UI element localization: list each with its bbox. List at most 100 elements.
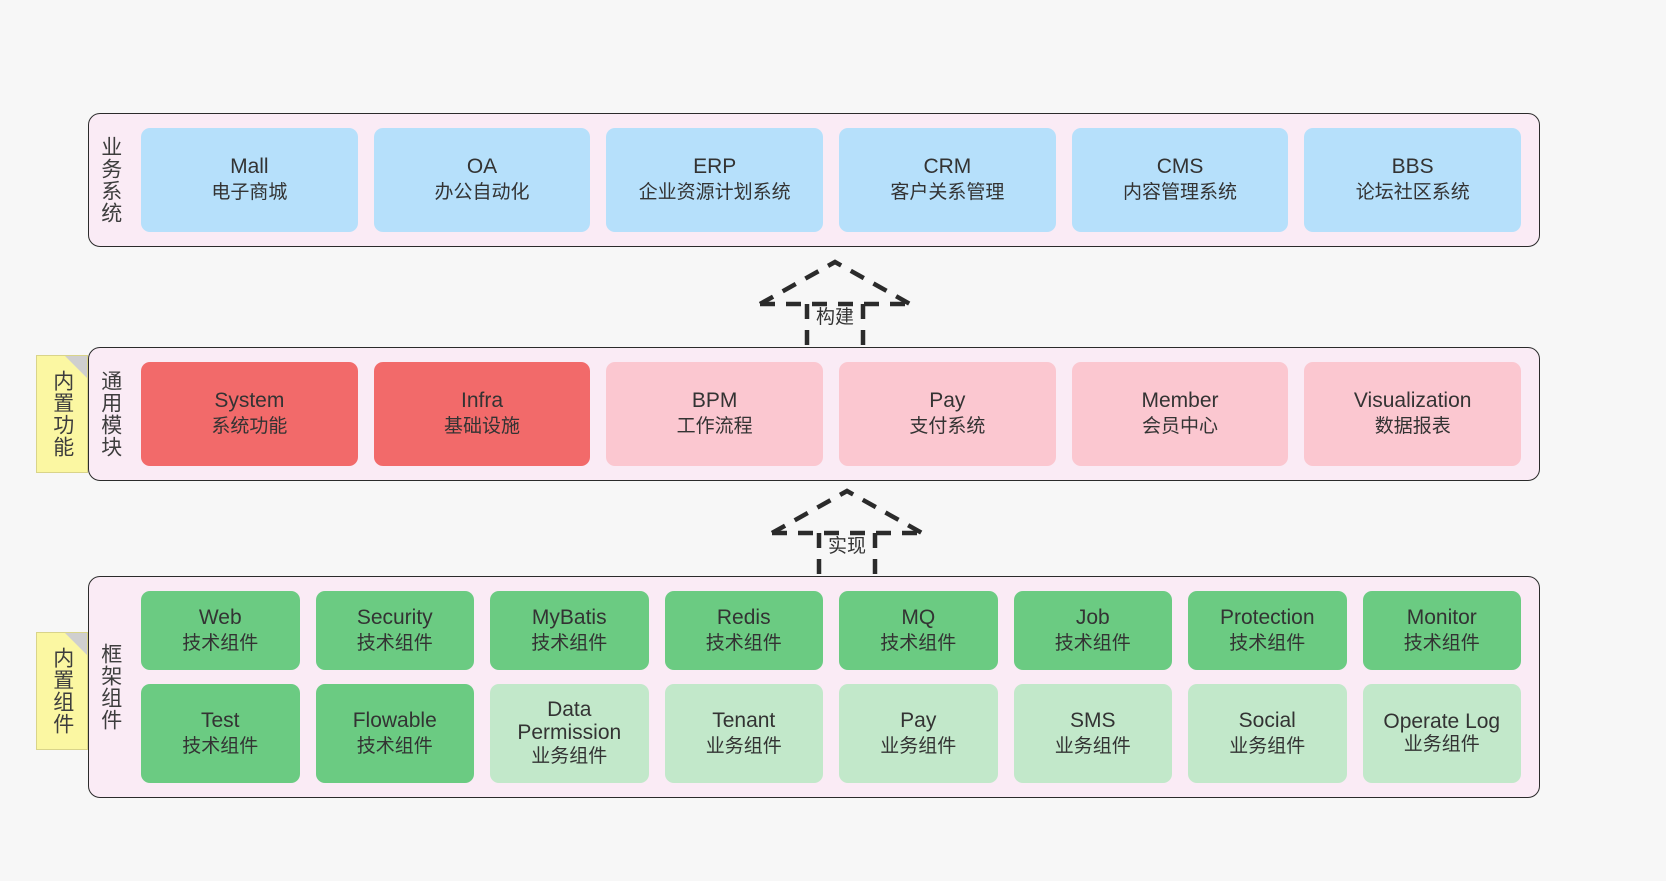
card-name: Tenant [712, 708, 776, 732]
card-job[interactable]: Job 技术组件 [1013, 591, 1172, 670]
card-redis[interactable]: Redis 技术组件 [664, 591, 823, 670]
connector-implement: 实现 [770, 487, 924, 587]
card-name: Visualization [1353, 389, 1472, 413]
card-mq[interactable]: MQ 技术组件 [839, 591, 998, 670]
card-pay[interactable]: Pay 支付系统 [839, 362, 1056, 466]
card-name: Data Permission [517, 697, 622, 745]
card-name: Security [356, 605, 433, 629]
card-desc: 技术组件 [182, 735, 259, 757]
card-name: CMS [1156, 155, 1204, 179]
card-desc: 业务组件 [1054, 735, 1131, 757]
note-builtin-features-label: 内置功能 [50, 370, 74, 458]
card-desc: 论坛社区系统 [1355, 182, 1470, 204]
card-bpm[interactable]: BPM 工作流程 [606, 362, 824, 466]
card-name: ERP [693, 155, 737, 179]
card-desc: 会员中心 [1142, 416, 1219, 438]
card-system[interactable]: System 系统功能 [141, 362, 358, 466]
card-desc: 业务组件 [531, 745, 608, 767]
card-name: BPM [691, 389, 738, 413]
connector-build-label: 构建 [815, 307, 855, 328]
card-desc: 业务组件 [880, 735, 957, 757]
card-name: Monitor [1406, 605, 1477, 629]
card-mybatis[interactable]: MyBatis 技术组件 [490, 591, 649, 670]
card-monitor[interactable]: Monitor 技术组件 [1362, 591, 1521, 670]
card-desc: 技术组件 [1403, 632, 1480, 654]
card-name: Operate Log [1383, 709, 1501, 733]
card-desc: 客户关系管理 [890, 182, 1005, 204]
card-desc: 企业资源计划系统 [638, 182, 791, 204]
card-desc: 工作流程 [676, 416, 753, 438]
card-desc: 支付系统 [909, 416, 986, 438]
card-sms[interactable]: SMS 业务组件 [1013, 683, 1172, 783]
card-erp[interactable]: ERP 企业资源计划系统 [606, 128, 824, 232]
card-desc: 技术组件 [182, 632, 259, 654]
card-desc: 业务组件 [1403, 734, 1480, 756]
card-name: Job [1075, 605, 1110, 629]
card-name: BBS [1391, 155, 1434, 179]
card-crm[interactable]: CRM 客户关系管理 [839, 128, 1056, 232]
card-name: Test [200, 708, 240, 732]
note-builtin-components: 内置组件 [36, 632, 88, 750]
card-name: Pay [929, 389, 966, 413]
layer-title-common-module: 通用模块 [98, 370, 122, 458]
note-builtin-components-label: 内置组件 [50, 647, 74, 735]
card-desc: 系统功能 [211, 416, 288, 438]
card-desc: 数据报表 [1374, 416, 1451, 438]
card-member[interactable]: Member 会员中心 [1071, 362, 1289, 466]
card-name: Redis [716, 605, 771, 629]
card-name: MQ [901, 605, 936, 629]
card-name: SMS [1069, 708, 1116, 732]
card-desc: 技术组件 [1054, 632, 1131, 654]
card-name: MyBatis [531, 605, 607, 629]
card-desc: 技术组件 [356, 632, 433, 654]
card-bbs[interactable]: BBS 论坛社区系统 [1304, 128, 1522, 232]
card-name: OA [466, 155, 498, 179]
card-security[interactable]: Security 技术组件 [315, 591, 474, 670]
card-pay[interactable]: Pay 业务组件 [839, 683, 998, 783]
layer-title-business-system: 业务系统 [98, 136, 122, 224]
card-name: Member [1141, 389, 1219, 413]
card-name: Protection [1219, 605, 1315, 629]
card-name: System [214, 389, 285, 413]
card-name: CRM [923, 155, 972, 179]
card-visualization[interactable]: Visualization 数据报表 [1304, 362, 1522, 466]
card-desc: 业务组件 [705, 735, 782, 757]
card-name: Infra [460, 389, 504, 413]
card-web[interactable]: Web 技术组件 [141, 591, 300, 670]
connector-implement-label: 实现 [827, 536, 867, 557]
card-name: Pay [900, 708, 937, 732]
card-desc: 技术组件 [531, 632, 608, 654]
connector-implement-arrowhead [770, 488, 924, 535]
card-desc: 技术组件 [705, 632, 782, 654]
card-oa[interactable]: OA 办公自动化 [373, 128, 591, 232]
card-tenant[interactable]: Tenant 业务组件 [664, 683, 823, 783]
card-test[interactable]: Test 技术组件 [141, 683, 300, 783]
card-name: Social [1238, 708, 1296, 732]
card-desc: 电子商城 [211, 182, 288, 204]
connector-build-arrowhead [758, 259, 912, 306]
layer-title-framework-component: 框架组件 [98, 643, 122, 731]
card-desc: 技术组件 [880, 632, 957, 654]
card-desc: 办公自动化 [434, 182, 530, 204]
note-builtin-features: 内置功能 [36, 355, 88, 473]
card-desc: 技术组件 [356, 735, 433, 757]
card-name: Web [198, 605, 242, 629]
